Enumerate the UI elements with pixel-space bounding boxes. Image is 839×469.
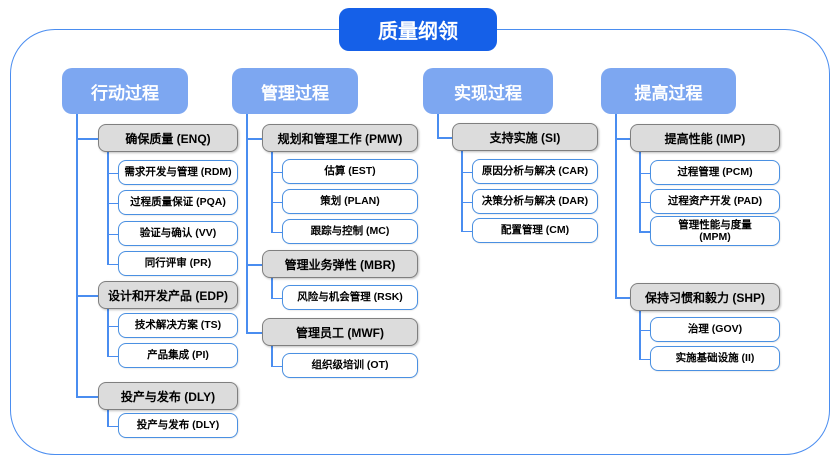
group-node: 保持习惯和毅力 (SHP): [630, 283, 780, 311]
leaf-node: 需求开发与管理 (RDM): [118, 160, 238, 185]
group-node: 规划和管理工作 (PMW): [262, 124, 418, 152]
connector-line: [107, 355, 118, 357]
leaf-node: 管理性能与度量 (MPM): [650, 216, 780, 246]
group-node: 提高性能 (IMP): [630, 124, 780, 152]
connector-line: [271, 365, 282, 367]
leaf-node: 过程管理 (PCM): [650, 160, 780, 185]
connector-line: [615, 114, 617, 297]
connector-line: [107, 325, 118, 327]
process-column-header: 实现过程: [423, 68, 553, 114]
leaf-node: 估算 (EST): [282, 159, 418, 184]
connector-line: [107, 425, 118, 427]
leaf-node: 同行评审 (PR): [118, 251, 238, 276]
connector-line: [461, 171, 472, 173]
connector-line: [271, 297, 282, 299]
connector-line: [271, 231, 282, 233]
group-node: 支持实施 (SI): [452, 123, 598, 151]
connector-line: [107, 233, 118, 235]
connector-line: [271, 201, 282, 203]
connector-line: [76, 295, 98, 297]
connector-line: [437, 114, 439, 137]
connector-line: [271, 346, 273, 366]
leaf-node: 过程质量保证 (PQA): [118, 190, 238, 215]
connector-line: [246, 138, 262, 140]
connector-line: [107, 309, 109, 356]
connector-line: [271, 152, 273, 232]
leaf-node: 治理 (GOV): [650, 317, 780, 342]
process-column-header: 管理过程: [232, 68, 358, 114]
diagram-title: 质量纲领: [339, 8, 497, 51]
connector-line: [639, 311, 641, 359]
connector-line: [437, 137, 452, 139]
group-node: 管理员工 (MWF): [262, 318, 418, 346]
group-node: 投产与发布 (DLY): [98, 382, 238, 410]
connector-line: [107, 410, 109, 426]
connector-line: [271, 171, 282, 173]
connector-line: [461, 201, 472, 203]
connector-line: [76, 114, 78, 396]
process-column-header: 行动过程: [62, 68, 188, 114]
connector-line: [461, 230, 472, 232]
connector-line: [639, 329, 650, 331]
connector-line: [639, 358, 650, 360]
connector-line: [461, 151, 463, 231]
connector-line: [107, 263, 118, 265]
leaf-node: 实施基础设施 (II): [650, 346, 780, 371]
connector-line: [107, 152, 109, 264]
leaf-node: 跟踪与控制 (MC): [282, 219, 418, 244]
leaf-node: 过程资产开发 (PAD): [650, 189, 780, 214]
leaf-node: 验证与确认 (VV): [118, 221, 238, 246]
connector-line: [76, 138, 98, 140]
connector-line: [107, 202, 118, 204]
leaf-node: 原因分析与解决 (CAR): [472, 159, 598, 184]
leaf-node: 决策分析与解决 (DAR): [472, 189, 598, 214]
leaf-node: 风险与机会管理 (RSK): [282, 285, 418, 310]
connector-line: [615, 297, 630, 299]
connector-line: [639, 231, 650, 233]
connector-line: [246, 264, 262, 266]
leaf-node: 技术解决方案 (TS): [118, 313, 238, 338]
group-node: 管理业务弹性 (MBR): [262, 250, 418, 278]
connector-line: [107, 172, 118, 174]
leaf-node: 配置管理 (CM): [472, 218, 598, 243]
connector-line: [246, 332, 262, 334]
connector-line: [639, 172, 650, 174]
leaf-node: 策划 (PLAN): [282, 189, 418, 214]
leaf-node: 产品集成 (PI): [118, 343, 238, 368]
connector-line: [615, 138, 630, 140]
leaf-node: 投产与发布 (DLY): [118, 413, 238, 438]
connector-line: [639, 201, 650, 203]
connector-line: [639, 152, 641, 231]
leaf-node: 组织级培训 (OT): [282, 353, 418, 378]
group-node: 确保质量 (ENQ): [98, 124, 238, 152]
process-column-header: 提高过程: [601, 68, 736, 114]
group-node: 设计和开发产品 (EDP): [98, 281, 238, 309]
connector-line: [271, 278, 273, 298]
connector-line: [246, 114, 248, 332]
connector-line: [76, 396, 98, 398]
